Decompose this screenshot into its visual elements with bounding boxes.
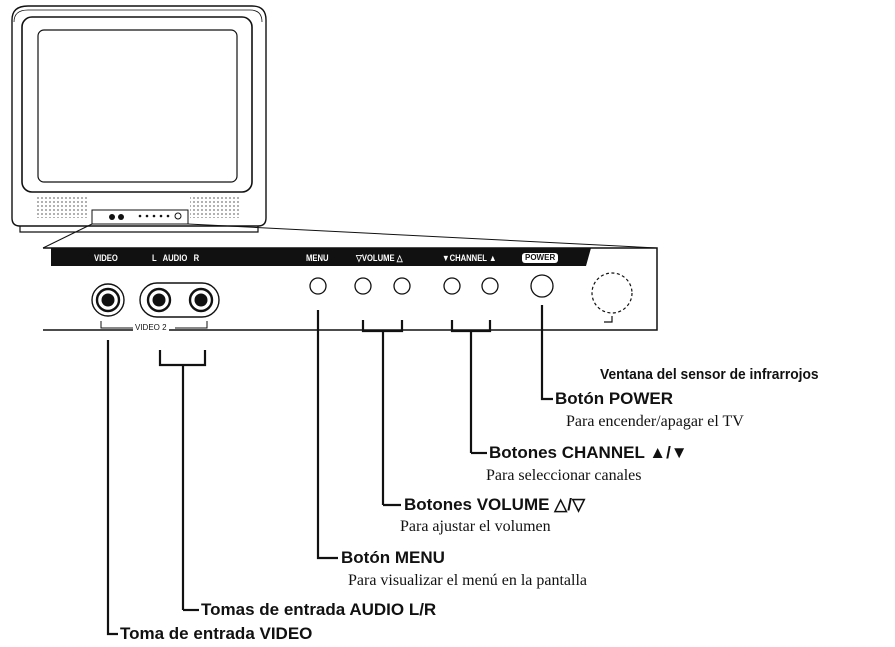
- panel-label-power: POWER: [522, 253, 559, 263]
- channel-callout-title: Botones CHANNEL ▲/▼: [489, 443, 688, 462]
- video-callout-title: Toma de entrada VIDEO: [120, 624, 313, 643]
- audio-callout-title: Tomas de entrada AUDIO L/R: [201, 600, 437, 619]
- panel-label-menu: MENU: [306, 253, 329, 263]
- panel-label-volume: ▽VOLUME △: [356, 253, 403, 263]
- speaker-grille-icon: [190, 197, 240, 218]
- power-callout-title: Botón POWER: [555, 389, 674, 408]
- panel-label-video2: VIDEO 2: [133, 323, 169, 333]
- infrared-sensor-icon: [591, 272, 633, 314]
- round-button-icon: [309, 274, 554, 298]
- volume-callout-desc: Para ajustar el volumen: [400, 518, 551, 535]
- av-jack-icon: [91, 283, 125, 317]
- panel-label-video: VIDEO: [94, 253, 118, 263]
- av-jack-icon: [146, 287, 172, 313]
- panel-label-channel: ▼CHANNEL ▲: [442, 253, 497, 263]
- volume-callout-title: Botones VOLUME △/▽: [404, 495, 586, 514]
- av-jack-icon: [188, 287, 214, 313]
- channel-callout-desc: Para seleccionar canales: [486, 467, 642, 484]
- power-callout-desc: Para encender/apagar el TV: [566, 413, 744, 430]
- menu-callout-title: Botón MENU: [341, 548, 445, 567]
- screen-icon: [21, 16, 253, 193]
- sensor-callout: Ventana del sensor de infrarrojos: [600, 366, 819, 383]
- menu-callout-desc: Para visualizar el menú en la pantalla: [348, 572, 588, 589]
- panel-label-audio: L AUDIO R: [152, 253, 200, 263]
- speaker-grille-icon: [37, 197, 87, 218]
- control-panel: [43, 247, 658, 331]
- television-icon: [11, 5, 267, 233]
